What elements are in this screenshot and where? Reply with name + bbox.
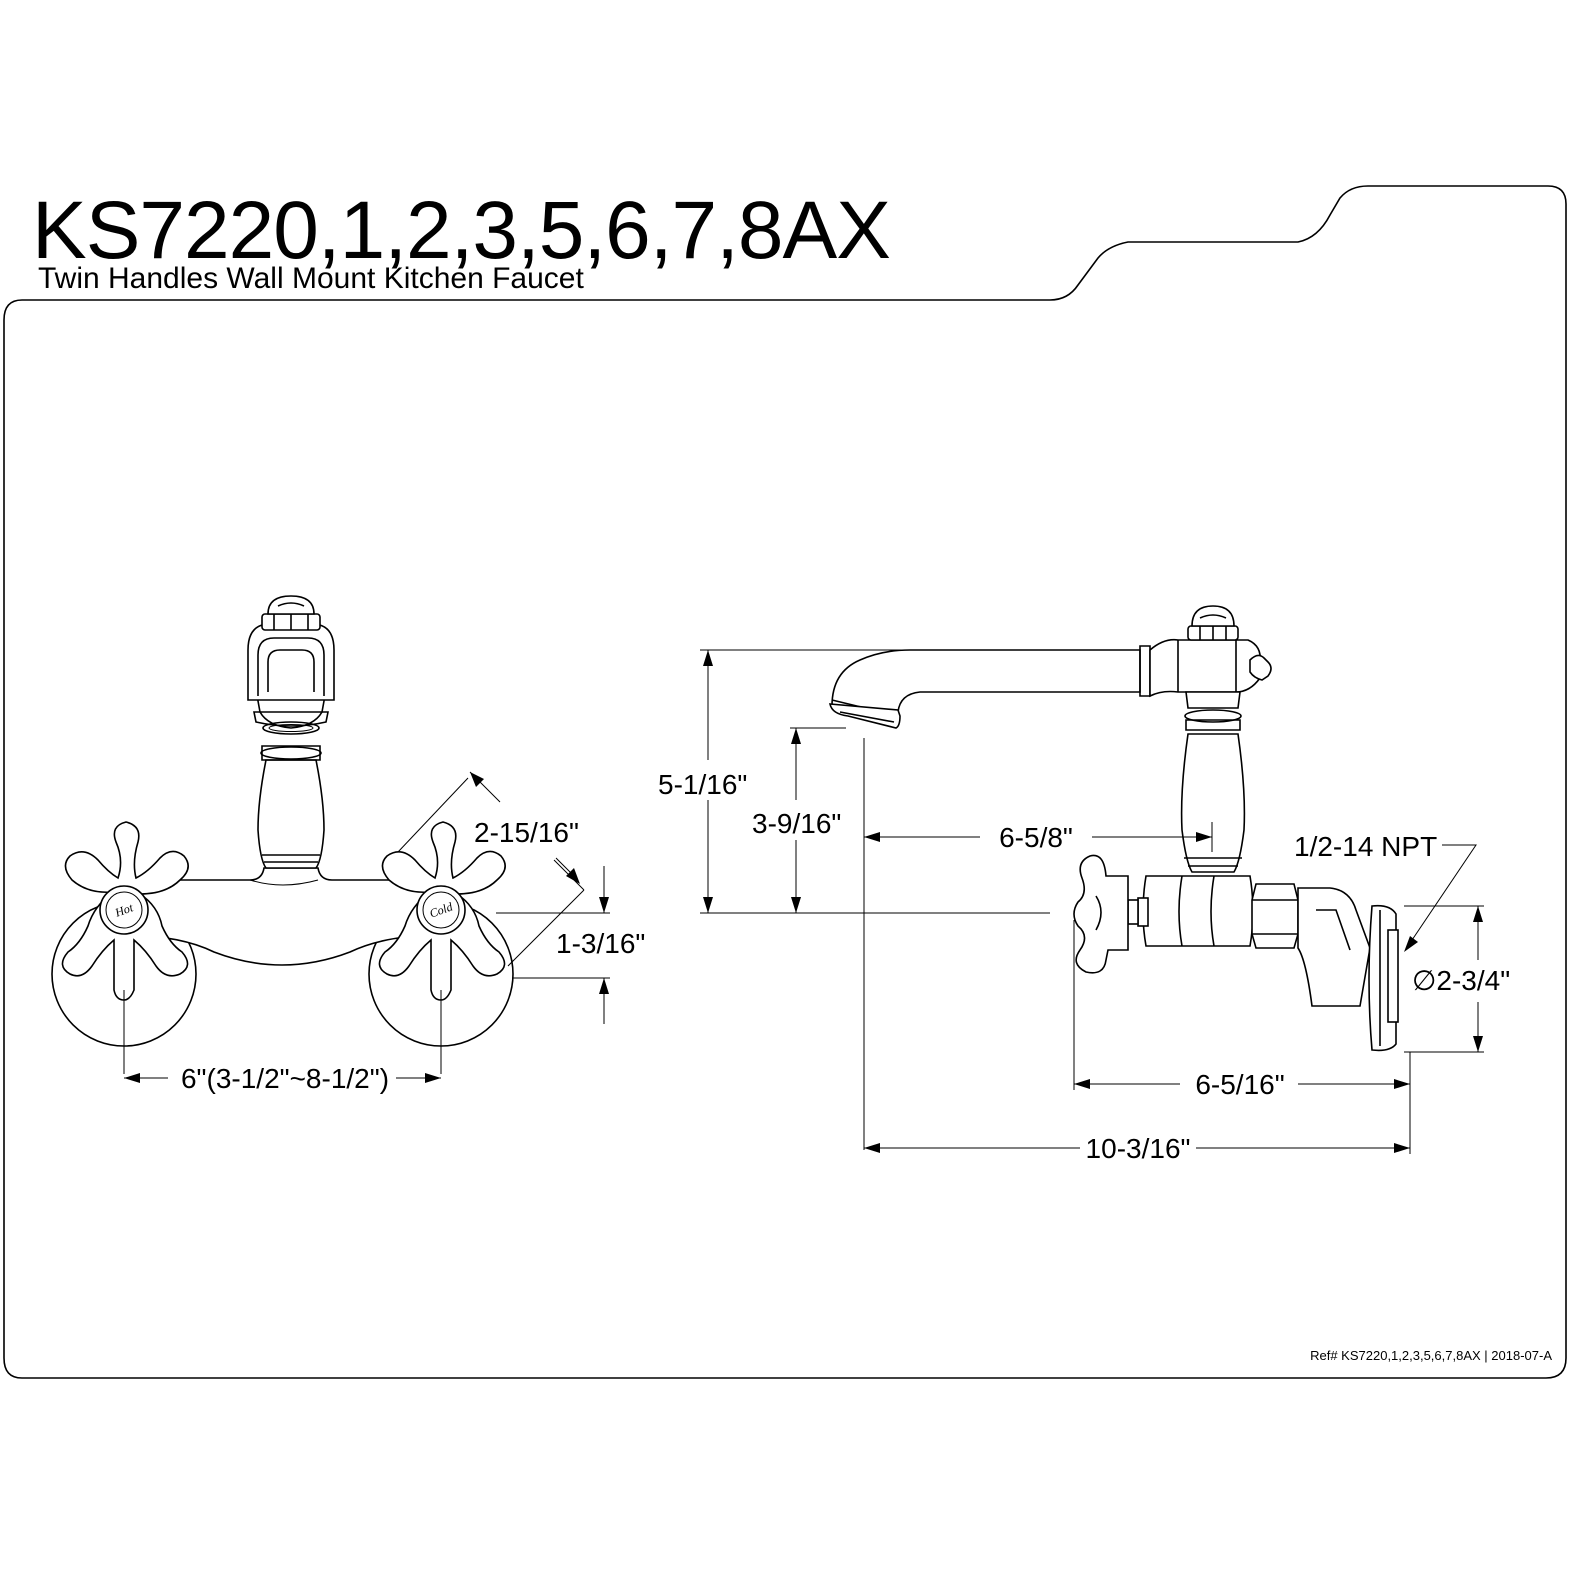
dim-handle-diagonal: 2-15/16" [474,817,579,848]
dim-overall-depth: 10-3/16" [1086,1133,1191,1164]
dim-body-depth: 6-5/16" [1195,1069,1284,1100]
dim-center-spread: 6"(3-1/2"~8-1/2") [181,1063,389,1094]
front-body-bar [121,867,443,966]
front-column [257,759,325,869]
cold-handle: Cold [378,821,506,1001]
dim-flange-height: 1-3/16" [556,928,645,959]
product-description-subtitle: Twin Handles Wall Mount Kitchen Faucet [38,262,584,295]
drawing-reference: Ref# KS7220,1,2,3,5,6,7,8AX | 2018-07-A [1310,1348,1552,1363]
front-view: Hot Cold 6"(3-1/2"~8-1/2") 2-15/16" [51,595,645,1094]
product-model-title: KS7220,1,2,3,5,6,7,8AX [32,185,891,276]
dim-overall-height: 5-1/16" [658,769,747,800]
dim-spout-height: 3-9/16" [752,808,841,839]
drawing-frame [3,185,1567,1379]
hot-handle-label: Hot [112,900,135,920]
dim-spout-reach: 6-5/8" [999,822,1073,853]
hot-handle: Hot [61,821,189,1001]
side-view: 5-1/16" 3-9/16" 6-5/8" 1/2-14 NPT ∅2-3/4… [658,605,1510,1164]
dim-thread: 1/2-14 NPT [1294,831,1437,862]
dim-flange-diameter: ∅2-3/4" [1412,965,1510,996]
side-handle [1073,854,1129,974]
